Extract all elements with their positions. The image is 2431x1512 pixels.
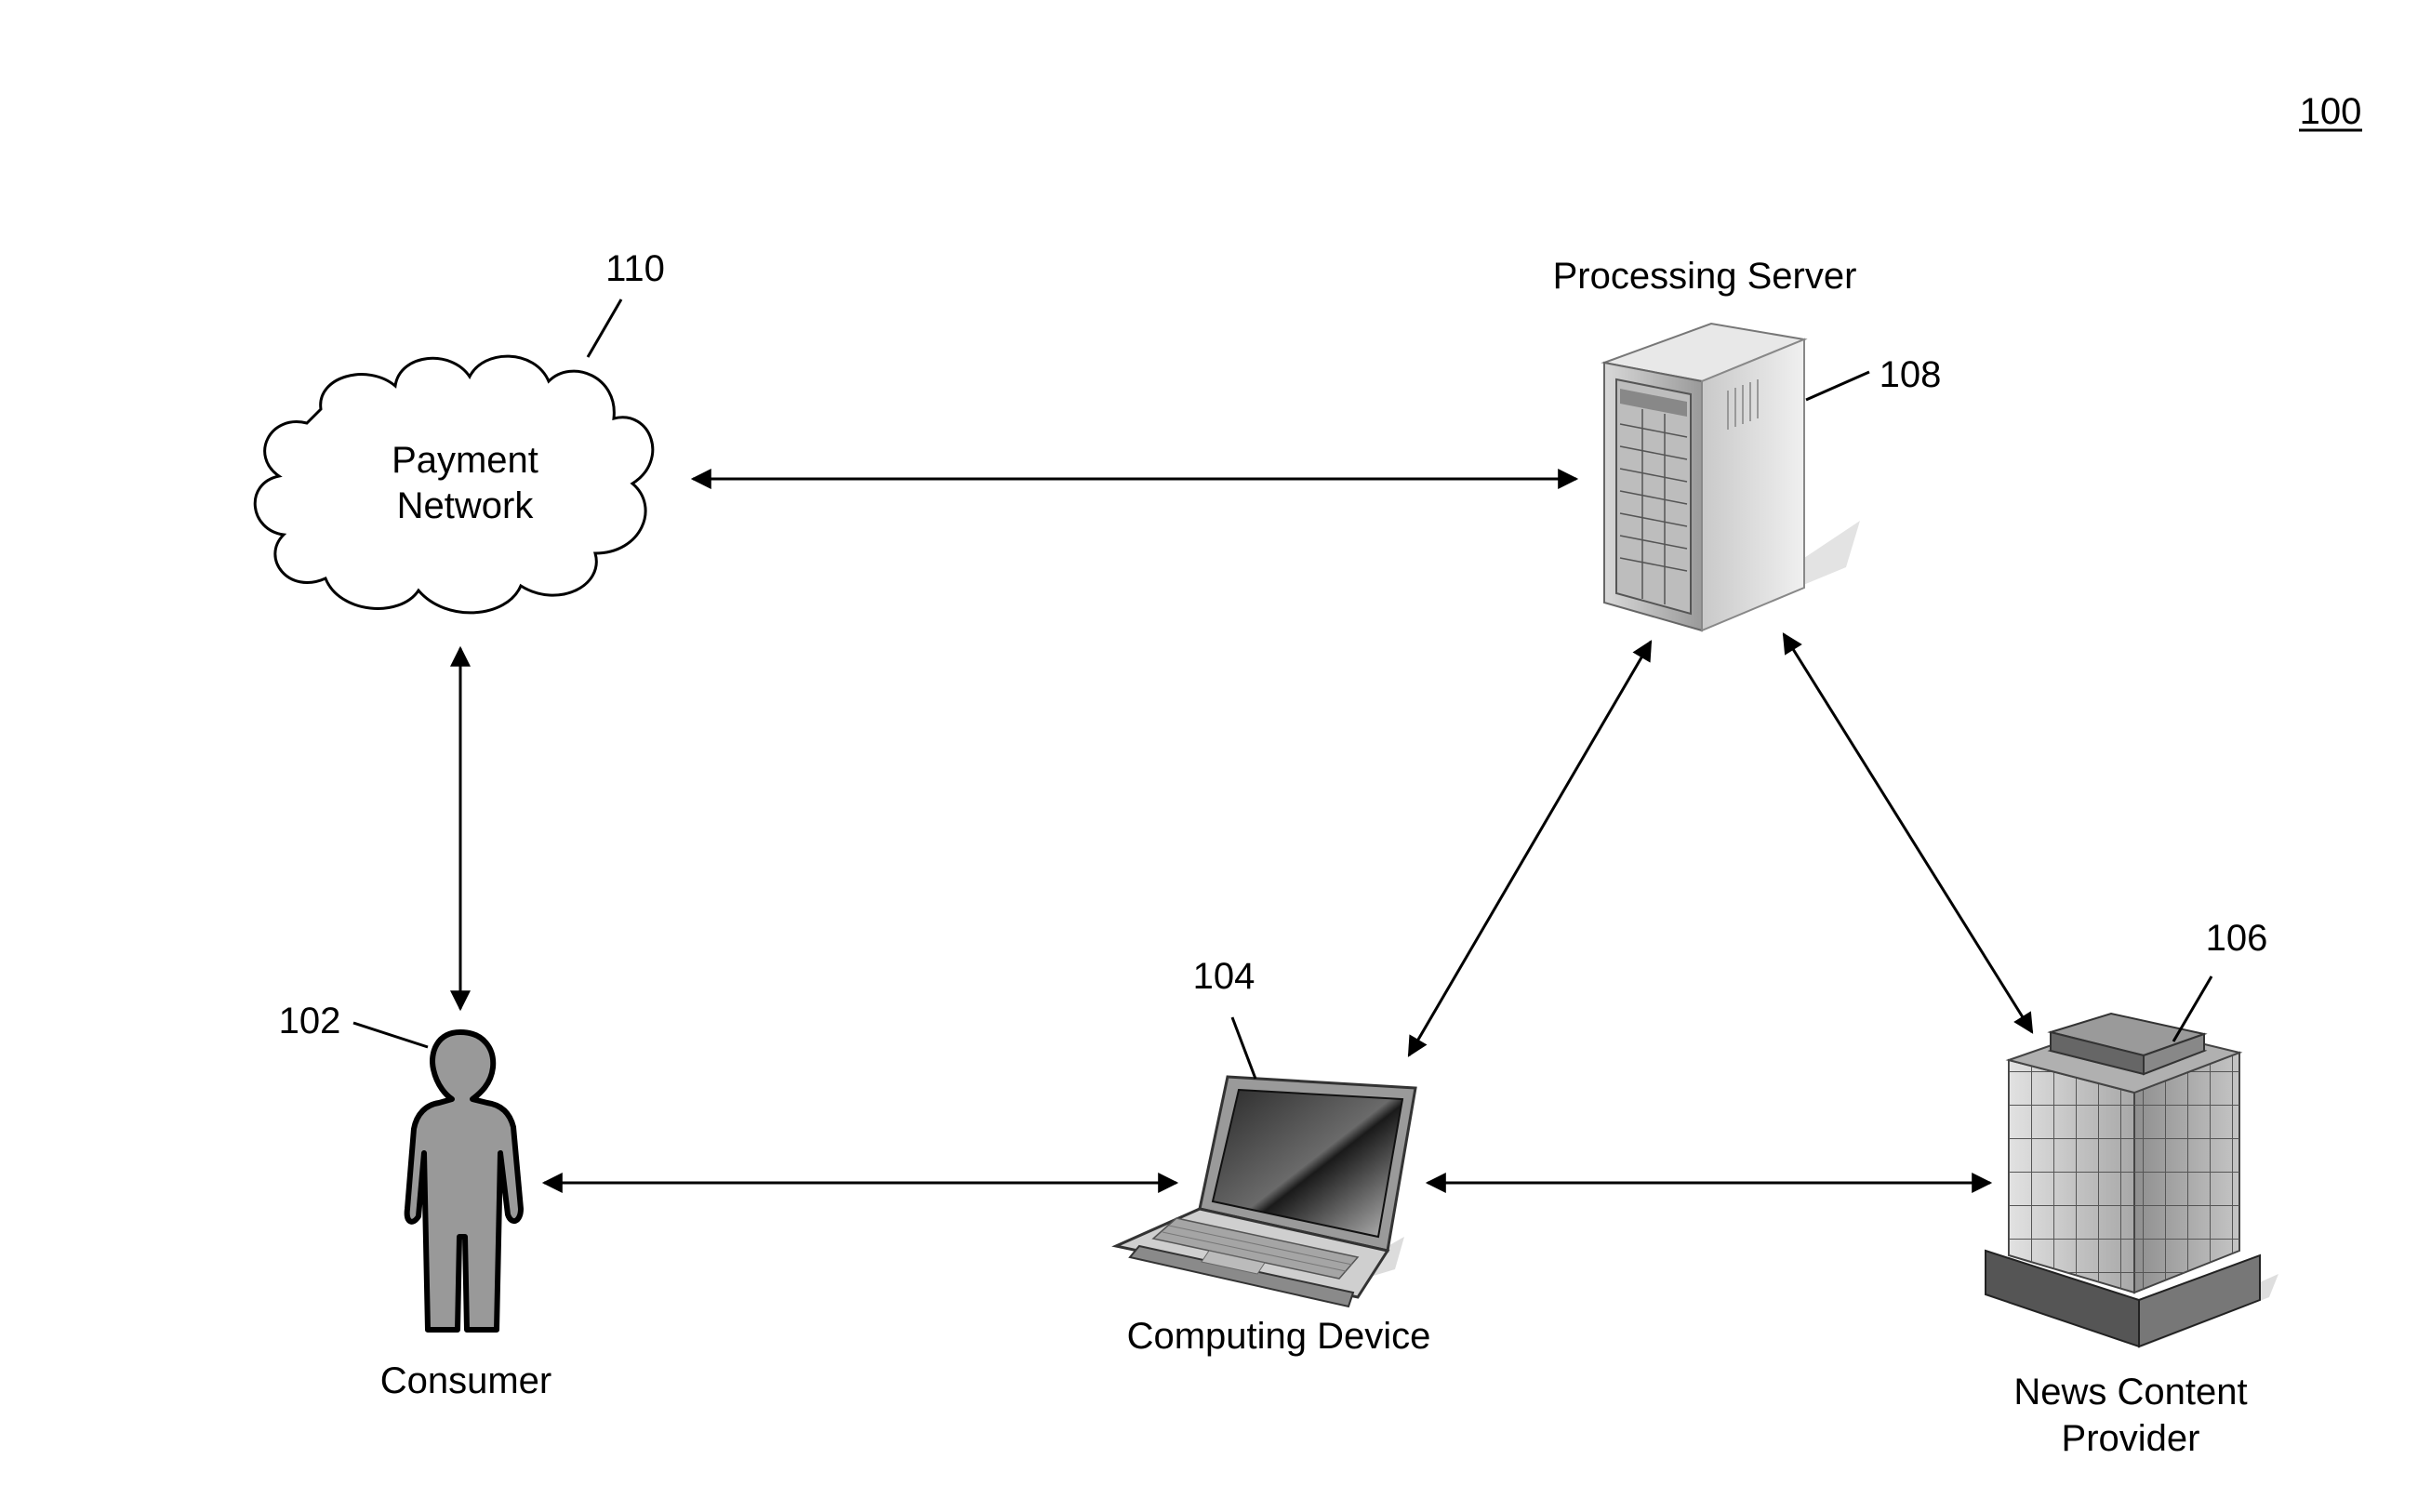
news-content-provider-label-line2: Provider: [2062, 1418, 2200, 1459]
processing-server-ref: 108: [1880, 354, 1942, 395]
payment-network-label-line2: Network: [397, 485, 535, 526]
processing-server-label: Processing Server: [1553, 256, 1857, 297]
consumer-node: 102 Consumer: [279, 1001, 552, 1401]
consumer-label: Consumer: [380, 1360, 552, 1401]
payment-network-ref: 110: [605, 248, 665, 289]
processing-server-leader-line: [1806, 372, 1869, 400]
payment-network-leader-line: [588, 299, 621, 357]
computing-device-ref: 104: [1193, 956, 1255, 997]
server-tower-icon: [1604, 324, 1860, 630]
news-content-provider-node: 106 News Content Provider: [1986, 918, 2278, 1459]
figure-ref: 100: [2300, 91, 2362, 132]
office-building-icon: [1986, 1014, 2278, 1348]
person-icon: [407, 1032, 521, 1330]
cloud-icon: [255, 356, 653, 613]
payment-network-label-line1: Payment: [392, 440, 538, 481]
computing-device-leader-line: [1232, 1017, 1255, 1079]
computing-device-node: 104 Computing Device: [1116, 956, 1430, 1357]
consumer-ref: 102: [279, 1001, 341, 1041]
processing-server-node: Processing Server: [1553, 256, 1942, 630]
computing-device-label: Computing Device: [1127, 1316, 1431, 1357]
payment-network-node: Payment Network 110: [255, 248, 665, 613]
news-content-provider-label-line1: News Content: [2013, 1372, 2247, 1413]
laptop-icon: [1116, 1077, 1415, 1306]
news-content-provider-ref: 106: [2206, 918, 2268, 959]
arrow-device-server: [1409, 642, 1651, 1055]
consumer-leader-line: [353, 1023, 428, 1047]
arrow-server-provider: [1784, 634, 2032, 1032]
